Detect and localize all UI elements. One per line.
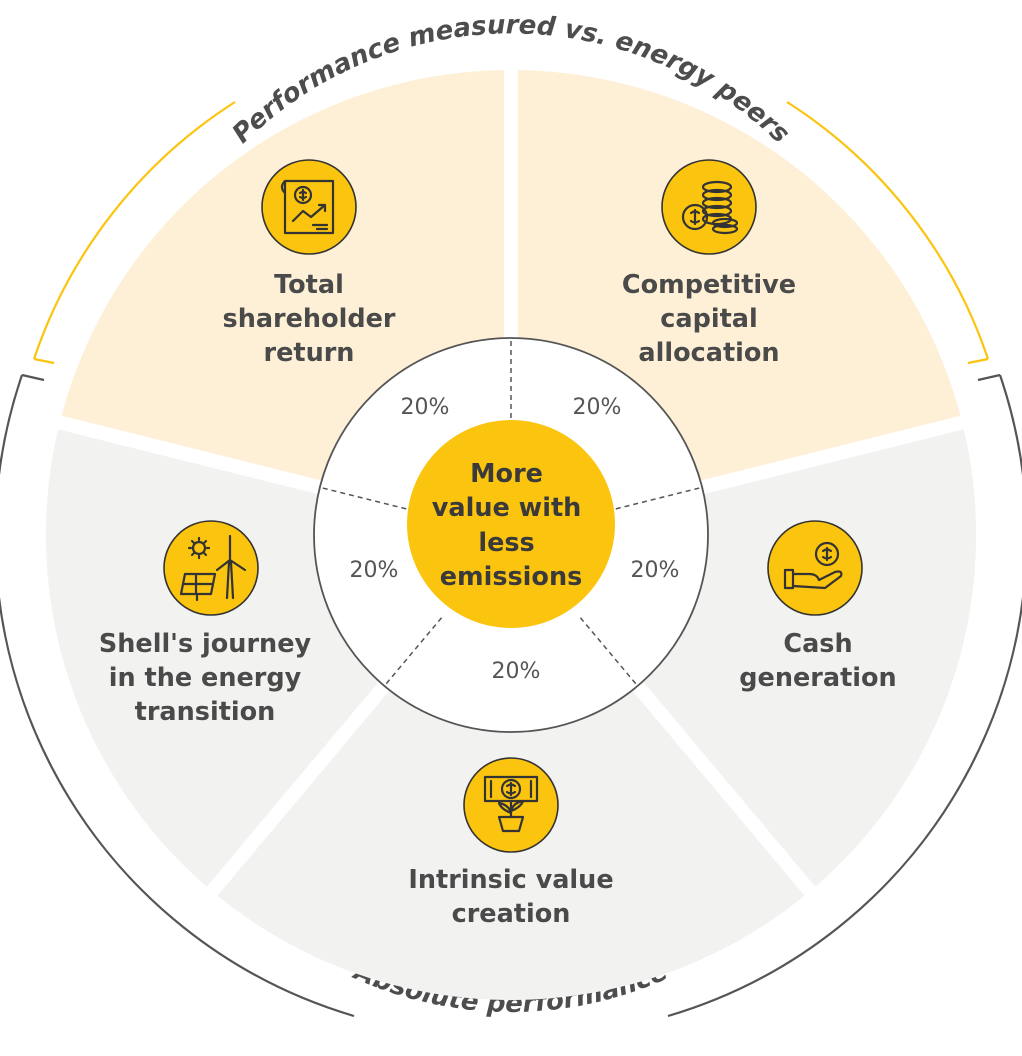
hub-divider xyxy=(579,617,639,687)
peers-bracket-arc xyxy=(32,101,236,360)
hub-divider xyxy=(615,486,703,510)
peers-bracket-arc-right xyxy=(786,101,990,360)
segment-cca xyxy=(518,70,961,481)
absolute-bracket-arc-right xyxy=(667,374,1022,1018)
peers-bracket-tick-left xyxy=(33,357,55,365)
center-circle xyxy=(407,420,615,628)
weight-ivc: 20% xyxy=(492,659,541,684)
solar-wind-icon xyxy=(163,520,259,616)
hub-divider xyxy=(319,486,407,510)
banknote-plant-icon xyxy=(463,757,559,853)
weight-energy: 20% xyxy=(350,558,399,583)
segment-cash xyxy=(642,429,977,887)
hand-coin-icon xyxy=(767,520,863,616)
weight-cash: 20% xyxy=(631,558,680,583)
weight-tsr: 20% xyxy=(401,395,450,420)
absolute-bracket-tick-left xyxy=(21,373,45,382)
segment-energy xyxy=(45,429,380,887)
weight-cca: 20% xyxy=(573,395,622,420)
peers-bracket-tick-right xyxy=(967,357,989,365)
center-label: More value with less emissions xyxy=(432,459,590,592)
icons-layer xyxy=(163,159,863,853)
weights-layer: 20% 20% 20% 20% 20% xyxy=(350,395,680,684)
segment-tsr xyxy=(61,70,504,481)
hub-dividers xyxy=(319,338,703,687)
absolute-bracket-arc-left xyxy=(0,374,355,1018)
hub-divider xyxy=(383,617,443,687)
coins-icon xyxy=(661,159,757,255)
financial-report-icon xyxy=(261,159,357,255)
absolute-bracket-tick-right xyxy=(977,373,1001,382)
